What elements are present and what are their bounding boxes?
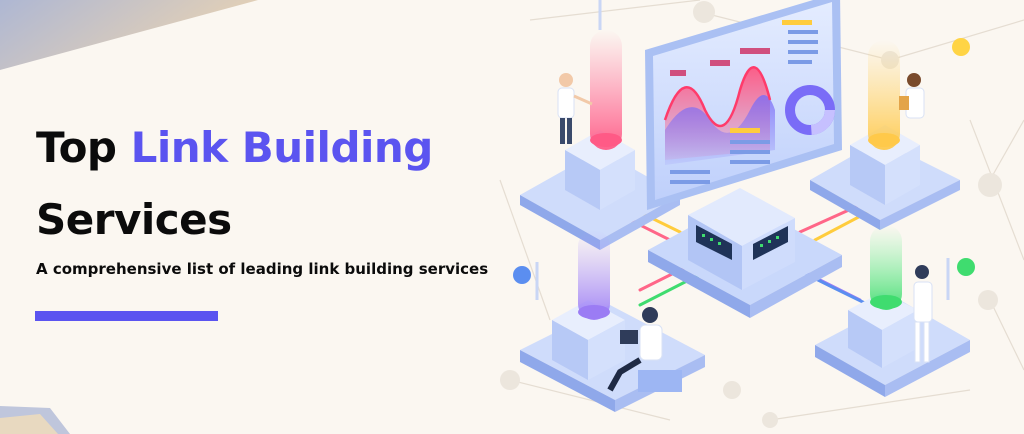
accent-bar <box>35 311 218 321</box>
platform-bottom-left <box>520 300 705 412</box>
central-server <box>648 188 842 318</box>
person-woman-right <box>899 73 925 119</box>
yellow-dot <box>952 38 970 56</box>
title-part-1: Top <box>36 123 117 172</box>
title-part-2: Services <box>36 195 232 244</box>
person-woman-bottom-right <box>913 265 933 363</box>
network-lines <box>499 0 1024 421</box>
beam-green <box>870 225 902 310</box>
corner-decoration-bottom <box>0 406 70 434</box>
network-nodes <box>500 1 1002 428</box>
title-highlight: Link Building <box>130 123 434 172</box>
beam-purple <box>578 230 610 320</box>
dashboard-monitor <box>645 0 842 210</box>
green-dot <box>957 258 975 276</box>
platform-top-left <box>520 130 680 250</box>
data-center-illustration <box>499 0 1024 428</box>
person-scientist-left <box>557 73 593 144</box>
subtitle: A comprehensive list of leading link bui… <box>36 260 489 278</box>
beam-pink <box>590 30 622 150</box>
platform-bottom-right <box>815 292 970 397</box>
blue-dot <box>513 266 531 284</box>
person-laptop <box>607 307 682 392</box>
beam-yellow <box>868 40 900 150</box>
corner-decoration-top <box>0 0 258 70</box>
page-title: Top Link Building Services <box>36 112 433 256</box>
